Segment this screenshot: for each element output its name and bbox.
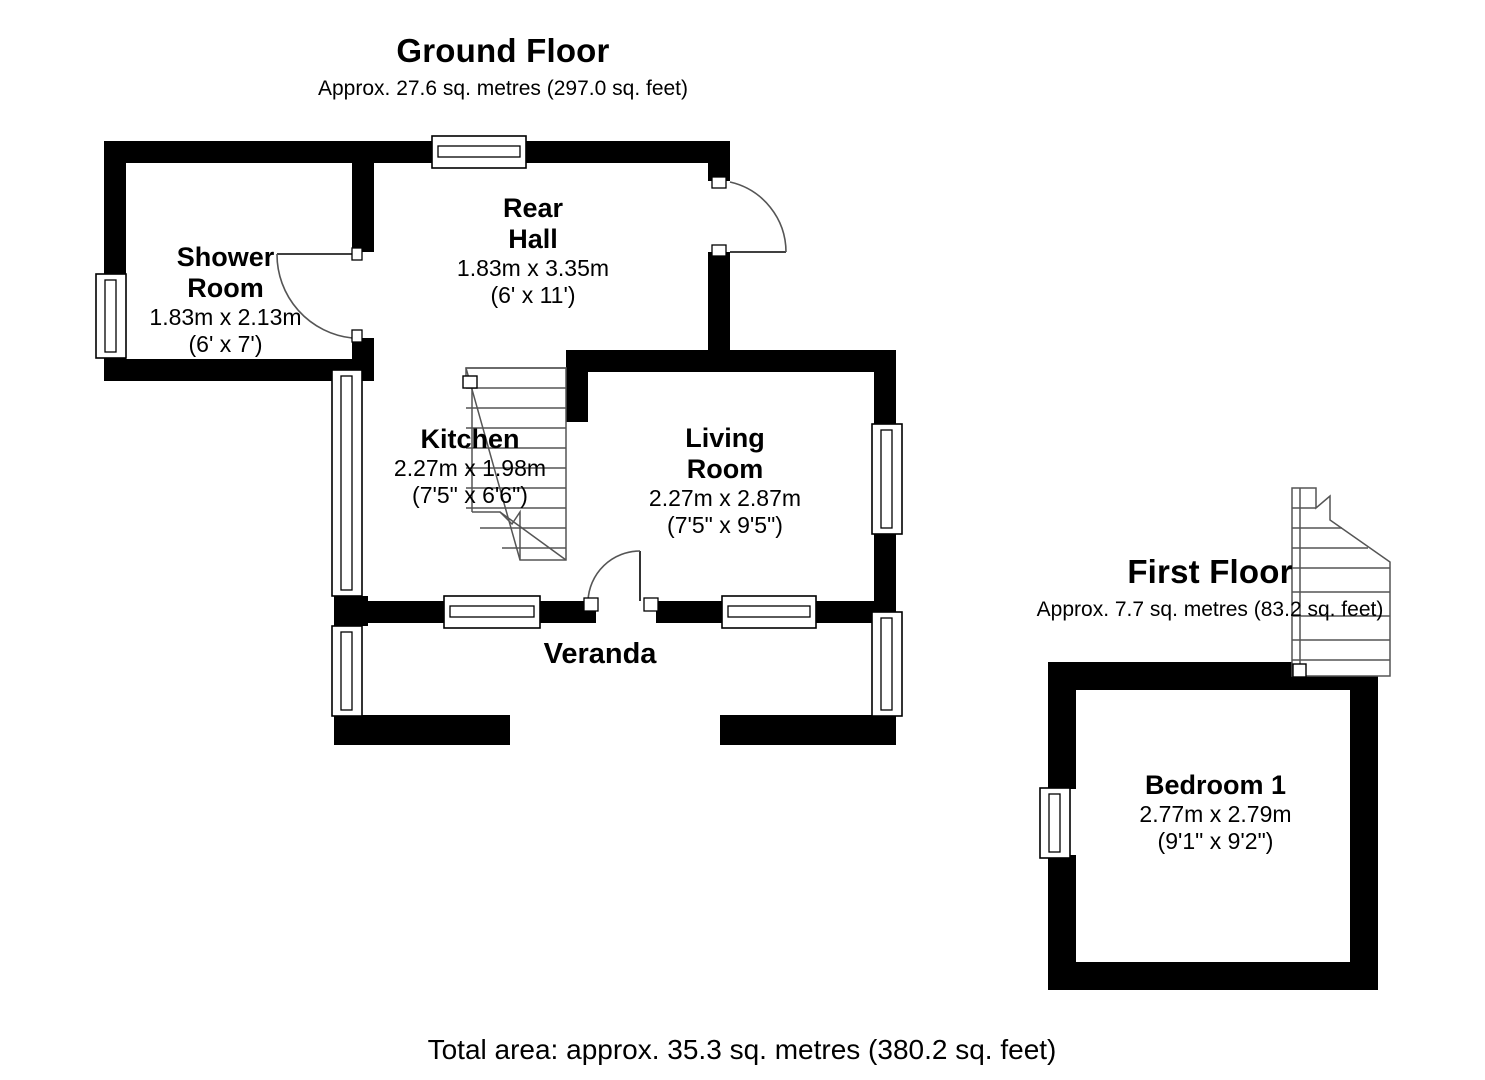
living-room-name-line2: Room xyxy=(686,454,764,484)
shower-room-dim-metric: 1.83m x 2.13m xyxy=(149,304,302,330)
window-veranda-left xyxy=(331,625,363,717)
window-kitchen-left xyxy=(331,369,363,597)
room-label-shower-room: Shower Room 1.83m x 2.13m (6' x 7') xyxy=(103,242,348,358)
living-room-dim-imperial: (7'5" x 9'5") xyxy=(667,512,783,538)
first-floor-walls xyxy=(1048,662,1378,990)
wall-bed-left-upper xyxy=(1048,662,1076,789)
shower-room-dim-imperial: (6' x 7') xyxy=(188,331,263,357)
wall-hall-bottom-left xyxy=(566,350,730,372)
window-veranda-right xyxy=(871,611,903,717)
ground-floor-area: Approx. 27.6 sq. metres (297.0 sq. feet) xyxy=(317,77,689,100)
wall-kitchen-bottom-a xyxy=(358,601,448,623)
wall-hall-right-lower xyxy=(708,252,730,362)
wall-living-right-lower xyxy=(874,532,896,614)
kitchen-dim-imperial: (7'5" x 6'6") xyxy=(412,482,528,508)
first-floor-title: First Floor xyxy=(1127,553,1293,590)
window-bedroom-left xyxy=(1039,787,1071,859)
ground-floor-windows xyxy=(95,135,903,717)
wall-bed-bottom xyxy=(1048,962,1378,990)
door-rear-hall-external xyxy=(711,176,787,257)
window-shower-left xyxy=(95,273,127,359)
bedroom-1-name: Bedroom 1 xyxy=(1144,770,1287,800)
kitchen-dim-metric: 2.27m x 1.98m xyxy=(393,455,547,481)
room-label-kitchen: Kitchen 2.27m x 1.98m (7'5" x 6'6") xyxy=(350,424,590,509)
shower-room-name-line1: Shower xyxy=(176,242,275,272)
room-label-veranda: Veranda xyxy=(470,638,730,671)
wall-veranda-bottom-left xyxy=(334,715,510,745)
wall-veranda-left-top xyxy=(334,596,358,626)
first-floor-area: Approx. 7.7 sq. metres (83.2 sq. feet) xyxy=(1036,598,1384,621)
wall-living-top xyxy=(708,350,896,372)
shower-room-name-line2: Room xyxy=(187,273,264,303)
rear-hall-dim-metric: 1.83m x 3.35m xyxy=(456,255,610,281)
staircase-ground-floor xyxy=(462,367,567,561)
ground-floor-doors xyxy=(276,176,787,612)
window-top-hall xyxy=(431,135,527,169)
veranda-name: Veranda xyxy=(543,638,657,670)
door-shower-room xyxy=(276,247,374,343)
window-living-right xyxy=(871,423,903,535)
window-kitchen-bottom xyxy=(443,595,541,629)
wall-top-right xyxy=(524,141,730,163)
living-room-dim-metric: 2.27m x 2.87m xyxy=(648,485,802,511)
ground-floor-title: Ground Floor xyxy=(396,32,610,69)
rear-hall-dim-imperial: (6' x 11') xyxy=(490,282,576,308)
kitchen-name-line1: Kitchen xyxy=(420,424,520,454)
total-area-footer: Total area: approx. 35.3 sq. metres (380… xyxy=(292,1034,1192,1066)
first-floor-heading: First Floor Approx. 7.7 sq. metres (83.2… xyxy=(1010,553,1410,622)
wall-shower-bottom xyxy=(104,359,358,381)
staircase-first-floor xyxy=(1291,487,1391,678)
wall-living-right-upper xyxy=(874,350,896,426)
door-kitchen-living xyxy=(583,550,659,612)
bedroom-1-dim-metric: 2.77m x 2.79m xyxy=(1139,801,1292,827)
wall-shower-right-upper xyxy=(352,141,374,255)
wall-bed-right xyxy=(1350,662,1378,990)
rear-hall-name-line2: Hall xyxy=(508,224,558,254)
room-label-rear-hall: Rear Hall 1.83m x 3.35m (6' x 11') xyxy=(410,193,656,309)
wall-hall-right-upper xyxy=(708,141,730,181)
wall-top-left xyxy=(104,141,434,163)
wall-kitchen-right-stub xyxy=(566,350,588,422)
window-living-bottom xyxy=(721,595,817,629)
wall-kitchen-bottom-b xyxy=(536,601,596,623)
total-area-text: Total area: approx. 35.3 sq. metres (380… xyxy=(427,1034,1057,1065)
ground-floor-heading: Ground Floor Approx. 27.6 sq. metres (29… xyxy=(213,32,793,101)
bedroom-1-dim-imperial: (9'1" x 9'2") xyxy=(1157,828,1274,854)
room-label-living-room: Living Room 2.27m x 2.87m (7'5" x 9'5") xyxy=(604,423,846,539)
wall-left-shower-upper xyxy=(104,141,126,275)
rear-hall-name-line1: Rear xyxy=(502,193,564,223)
wall-living-bottom-a xyxy=(656,601,724,623)
living-room-name-line1: Living xyxy=(685,423,765,453)
room-label-bedroom-1: Bedroom 1 2.77m x 2.79m (9'1" x 9'2") xyxy=(1093,770,1338,855)
wall-veranda-bottom-right xyxy=(720,715,896,745)
